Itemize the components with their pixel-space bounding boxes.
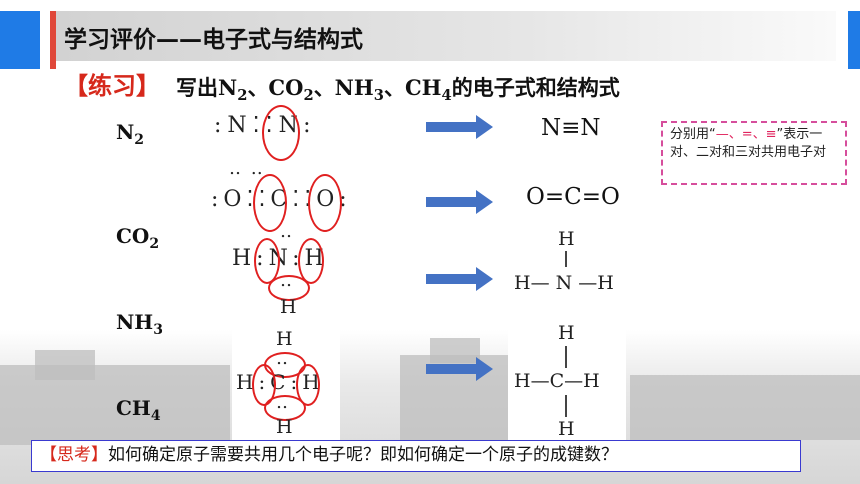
header-bar <box>56 11 836 61</box>
structure-n2: N≡N <box>541 115 601 141</box>
structure-panel-bg <box>508 320 626 440</box>
structure-co2: O=C=O <box>526 184 620 210</box>
arrow-icon <box>426 357 493 381</box>
background-building <box>35 350 95 380</box>
label-co2: CO2 <box>116 224 160 252</box>
label-ch4: CH4 <box>116 396 161 424</box>
bond-line <box>565 395 567 417</box>
label-nh3: NH3 <box>116 310 163 338</box>
arrow-icon <box>426 190 493 214</box>
shared-pair-ring <box>298 238 324 284</box>
practice-tag: 【练习】 <box>64 71 160 100</box>
header-accent-gap <box>40 11 50 69</box>
header-accent-blue <box>0 11 40 69</box>
background-building <box>430 338 480 363</box>
bond-line <box>565 251 567 267</box>
shared-pair-ring <box>308 174 342 232</box>
note-box: 分别用“—、=、≡”表示一对、二对和三对共用电子对 <box>661 121 847 185</box>
lewis-ch4-top-h: H <box>276 328 293 350</box>
lewis-nh3-top-dots: ‥ <box>280 221 295 242</box>
structure-ch4-bottom-h: H <box>558 418 575 440</box>
shared-pair-ring <box>253 174 287 232</box>
shared-pair-ring <box>296 364 320 406</box>
shared-pair-ring <box>268 275 310 301</box>
shared-pair-ring <box>262 105 300 161</box>
header-accent-red <box>50 11 56 69</box>
think-tag: 【思考】 <box>40 445 108 465</box>
background-building <box>630 375 860 440</box>
think-question: 如何确定原子需要共用几个电子呢？即如何确定一个原子的成键数？ <box>108 445 618 465</box>
lewis-ch4-bottom-h: H <box>276 416 293 438</box>
practice-instruction: 写出N2、CO2、NH3、CH4的电子式和结构式 <box>176 75 620 105</box>
page-title: 学习评价——电子式与结构式 <box>64 27 363 53</box>
arrow-icon <box>426 267 493 291</box>
header-right-strip <box>848 11 860 69</box>
bond-line <box>565 346 567 368</box>
structure-ch4-top-h: H <box>558 322 575 344</box>
shared-pair-ring <box>254 238 280 284</box>
arrow-icon <box>426 115 493 139</box>
structure-nh3-top-h: H <box>558 228 575 250</box>
structure-ch4: H—C—H <box>514 370 600 392</box>
molecule-panel-bg <box>232 326 340 440</box>
lewis-nh3-bottom-h: H <box>280 296 297 318</box>
label-n2: N2 <box>116 120 145 148</box>
think-box: 【思考】如何确定原子需要共用几个电子呢？即如何确定一个原子的成键数？ <box>31 440 801 472</box>
shared-pair-ring <box>264 395 306 421</box>
lewis-co2-lone-dots: ‥ ‥ <box>229 158 265 179</box>
structure-nh3: H— N —H <box>514 272 614 294</box>
